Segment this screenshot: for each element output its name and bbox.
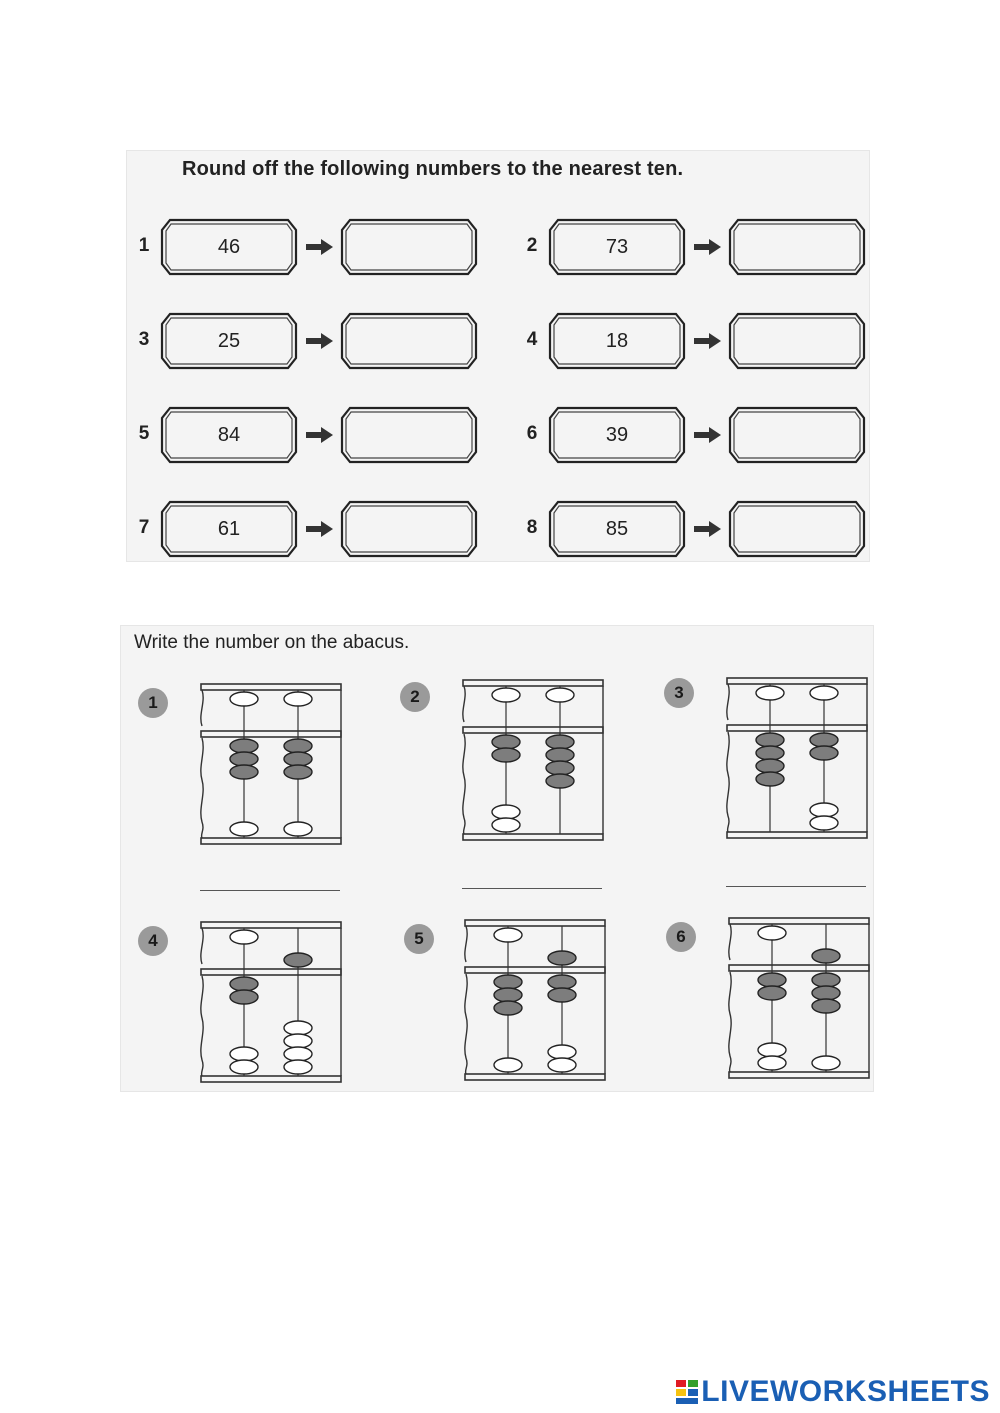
rounding-instruction: Round off the following numbers to the n… (182, 158, 684, 180)
answer-box[interactable] (728, 218, 866, 276)
abacus (462, 678, 604, 847)
answer-box[interactable] (340, 406, 478, 464)
arrow-right-icon (306, 333, 334, 349)
liveworksheets-logo-icon (676, 1380, 699, 1404)
answer-box[interactable] (728, 500, 866, 558)
answer-input[interactable] (352, 322, 468, 360)
question-number: 1 (138, 235, 150, 256)
abacus-number-badge: 1 (138, 688, 168, 718)
answer-input[interactable] (740, 510, 856, 548)
answer-input[interactable] (740, 416, 856, 454)
answer-input[interactable] (352, 510, 468, 548)
answer-line[interactable] (200, 890, 340, 891)
arrow-right-icon (694, 239, 722, 255)
number-box: 18 (548, 312, 686, 370)
abacus-instruction: Write the number on the abacus. (134, 632, 410, 653)
abacus-number-badge: 4 (138, 926, 168, 956)
number-box: 46 (160, 218, 298, 276)
number-box: 84 (160, 406, 298, 464)
number-value: 84 (217, 424, 241, 446)
number-value: 46 (217, 236, 241, 258)
question-number: 2 (526, 235, 538, 256)
abacus (728, 916, 870, 1085)
arrow-right-icon (306, 239, 334, 255)
arrow-right-icon (694, 521, 722, 537)
question-number: 3 (138, 329, 150, 350)
footer-brand: LIVEWORKSHEETS (675, 1375, 990, 1409)
number-box: 73 (548, 218, 686, 276)
answer-input[interactable] (352, 228, 468, 266)
answer-box[interactable] (340, 500, 478, 558)
footer-brand-text: LIVEWORKSHEETS (701, 1375, 990, 1408)
question-number: 5 (138, 423, 150, 444)
abacus (464, 918, 606, 1087)
abacus-number-badge: 3 (664, 678, 694, 708)
number-value: 18 (605, 330, 629, 352)
number-box: 61 (160, 500, 298, 558)
question-number: 4 (526, 329, 538, 350)
abacus-number-badge: 2 (400, 682, 430, 712)
answer-box[interactable] (728, 312, 866, 370)
answer-box[interactable] (340, 312, 478, 370)
number-value: 39 (605, 424, 629, 446)
abacus-number-badge: 6 (666, 922, 696, 952)
answer-line[interactable] (462, 888, 602, 889)
answer-box[interactable] (728, 406, 866, 464)
question-number: 7 (138, 517, 150, 538)
question-number: 6 (526, 423, 538, 444)
abacus-number-badge: 5 (404, 924, 434, 954)
answer-input[interactable] (352, 416, 468, 454)
answer-box[interactable] (340, 218, 478, 276)
number-value: 73 (605, 236, 629, 258)
answer-input[interactable] (740, 322, 856, 360)
number-box: 39 (548, 406, 686, 464)
question-number: 8 (526, 517, 538, 538)
answer-input[interactable] (740, 228, 856, 266)
answer-line[interactable] (726, 886, 866, 887)
number-value: 25 (217, 330, 241, 352)
number-value: 61 (217, 518, 241, 540)
abacus (200, 682, 342, 851)
number-box: 85 (548, 500, 686, 558)
number-box: 25 (160, 312, 298, 370)
number-value: 85 (605, 518, 629, 540)
arrow-right-icon (306, 521, 334, 537)
abacus (200, 920, 342, 1089)
arrow-right-icon (306, 427, 334, 443)
arrow-right-icon (694, 333, 722, 349)
arrow-right-icon (694, 427, 722, 443)
abacus (726, 676, 868, 845)
